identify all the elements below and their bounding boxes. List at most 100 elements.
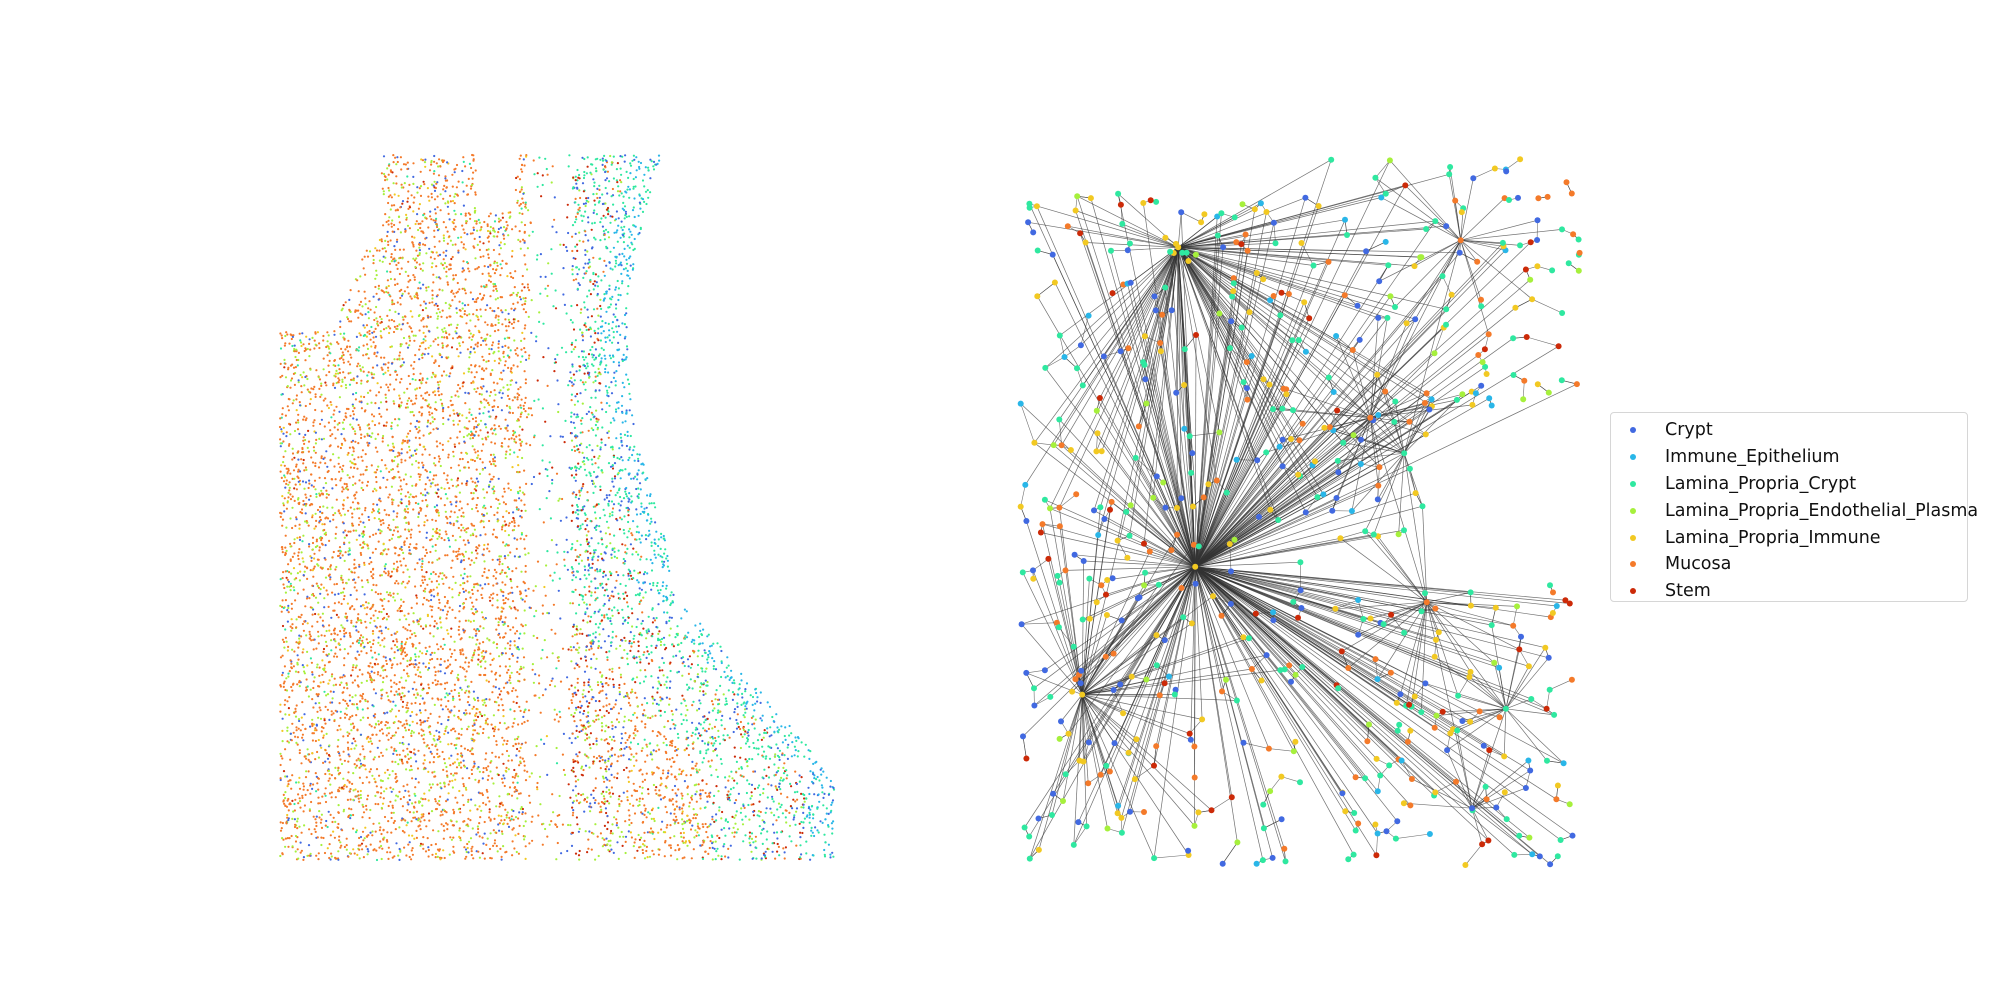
cell-point [315,495,318,498]
cell-point [428,393,431,396]
cell-point [627,780,631,784]
cell-point [586,737,589,740]
cell-point [460,515,463,518]
cell-point [604,759,607,762]
cell-point [336,428,339,431]
cell-point [732,730,735,734]
cell-point [515,630,519,633]
cell-point [466,701,469,704]
cell-point [423,792,426,795]
cell-point [355,744,358,747]
cell-point [284,599,287,602]
cell-point [406,161,409,164]
cell-point [482,369,486,372]
cell-point [335,655,339,658]
cell-point [793,745,797,748]
cell-point [603,274,606,277]
cell-point [352,726,355,730]
cell-point [355,714,358,717]
cell-point [541,459,544,462]
cell-point [392,700,395,703]
cell-point [485,426,488,429]
cell-point [439,277,442,280]
cell-point [333,426,336,429]
cell-point [695,834,698,838]
cell-point [760,857,763,860]
cell-point [449,437,452,440]
cell-point [597,542,600,545]
cell-point [594,699,598,703]
cell-point [313,828,316,831]
cell-point [479,457,482,461]
cell-point [652,749,655,752]
cell-point [320,438,323,441]
cell-point [404,564,407,567]
cell-point [485,788,488,792]
cell-point [616,491,619,494]
cell-point [293,589,296,592]
cell-point [462,785,465,788]
cell-point [481,272,484,275]
cell-point [377,592,380,596]
cell-point [383,570,386,573]
cell-point [454,213,457,216]
cell-point [285,331,288,334]
cell-point [519,760,522,763]
cell-point [512,528,516,532]
cell-point [573,413,576,416]
cell-point [352,427,355,430]
cell-point [370,649,373,652]
cell-point [359,300,363,303]
cell-point [524,741,527,744]
cell-point [651,758,654,761]
cell-point [727,790,730,793]
cell-point [671,718,674,722]
cell-point [668,619,671,623]
cell-point [392,640,395,643]
cell-point [497,633,500,637]
cell-point [398,753,401,756]
cell-point [498,655,501,658]
cell-point [282,480,286,483]
cell-point [470,752,473,755]
cell-point [583,364,587,368]
cell-point [379,401,383,404]
cell-point [282,640,286,644]
cell-point [487,774,490,777]
cell-point [478,472,482,475]
cell-point [616,760,619,763]
cell-point [369,662,372,665]
cell-point [677,821,680,825]
cell-point [376,616,379,620]
cell-point [351,524,355,527]
cell-point [298,685,301,688]
cell-point [337,592,340,596]
cell-point [505,814,508,817]
cell-point [495,415,498,418]
cell-point [346,687,349,690]
cell-point [334,820,337,824]
cell-point [449,194,452,197]
cell-point [489,334,492,337]
cell-point [469,750,472,753]
cell-point [316,331,319,334]
cell-point [606,827,609,831]
cell-point [517,832,520,836]
cell-point [488,473,491,476]
cell-point [608,650,611,653]
cell-point [470,346,473,349]
cell-point [463,310,466,313]
cell-point [464,278,467,281]
cell-point [356,675,359,678]
cell-point [398,476,401,479]
cell-point [781,741,785,744]
cell-point [357,797,360,800]
cell-point [587,569,590,572]
cell-point [591,449,594,452]
cell-point [473,628,476,631]
cell-point [607,711,610,715]
cell-point [507,759,510,762]
cell-point [703,729,707,732]
cell-point [513,738,517,741]
cell-point [437,308,440,311]
